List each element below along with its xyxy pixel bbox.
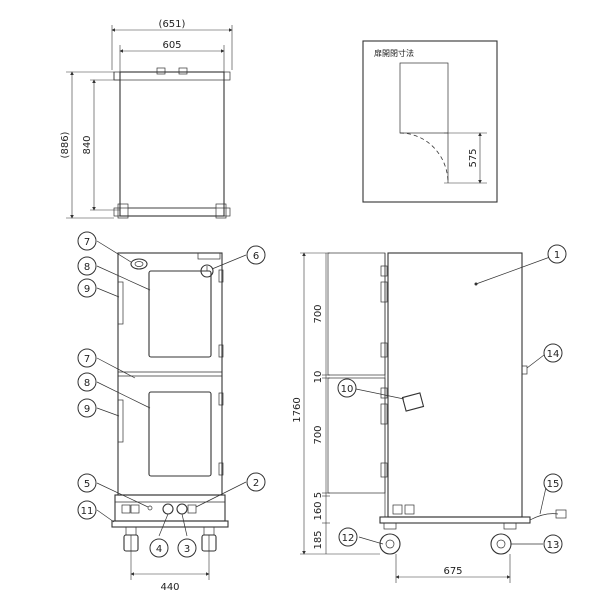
side-h5: 5 — [313, 492, 324, 498]
callout-5: 5 — [77, 473, 97, 493]
callout-11: 11 — [77, 500, 97, 520]
top-outer-depth: (886) — [60, 131, 71, 158]
svg-text:6: 6 — [253, 251, 259, 262]
callout-1: 1 — [547, 244, 567, 264]
callout-7-upper: 7 — [77, 231, 97, 251]
svg-text:11: 11 — [81, 506, 94, 517]
callout-8-lower: 8 — [77, 372, 97, 392]
svg-text:2: 2 — [253, 478, 259, 489]
top-inner-width: 605 — [162, 40, 181, 51]
svg-text:4: 4 — [156, 544, 162, 555]
callout-6: 6 — [246, 245, 266, 265]
callout-15: 15 — [543, 473, 563, 493]
svg-text:5: 5 — [84, 479, 90, 490]
top-inner-depth: 840 — [82, 135, 93, 154]
side-h185: 185 — [313, 530, 324, 549]
svg-text:8: 8 — [84, 378, 90, 389]
svg-text:3: 3 — [184, 544, 190, 555]
svg-text:10: 10 — [341, 384, 354, 395]
svg-text:9: 9 — [84, 284, 90, 295]
svg-text:7: 7 — [84, 354, 90, 365]
svg-text:7: 7 — [84, 237, 90, 248]
side-total-height: 1760 — [292, 397, 303, 422]
front-view: 440 7 8 9 7 8 9 5 11 6 2 4 3 — [77, 231, 266, 593]
side-depth-dim: 675 — [443, 566, 462, 577]
svg-text:12: 12 — [342, 533, 355, 544]
svg-text:13: 13 — [547, 540, 560, 551]
side-upper-height: 700 — [313, 304, 324, 323]
svg-text:9: 9 — [84, 404, 90, 415]
callout-4: 4 — [149, 538, 169, 558]
svg-text:15: 15 — [547, 479, 560, 490]
callout-2: 2 — [246, 472, 266, 492]
callout-7-lower: 7 — [77, 348, 97, 368]
side-h160: 160 — [313, 501, 324, 520]
svg-text:1: 1 — [554, 250, 560, 261]
callout-14: 14 — [543, 343, 563, 363]
top-view: (651) 605 (886) 840 — [60, 19, 233, 219]
door-swing-dim: 575 — [468, 148, 479, 167]
side-gap: 10 — [313, 371, 324, 384]
callout-3: 3 — [177, 538, 197, 558]
door-detail-title: 扉開閉寸法 — [374, 48, 414, 58]
side-lower-height: 700 — [313, 425, 324, 444]
callout-13: 13 — [543, 534, 563, 554]
callout-12: 12 — [338, 527, 358, 547]
side-view: 1760 700 10 700 5 160 185 675 1 14 10 15… — [292, 244, 567, 583]
svg-text:8: 8 — [84, 262, 90, 273]
callout-10: 10 — [337, 378, 357, 398]
front-width-dim: 440 — [160, 582, 179, 593]
callout-9-upper: 9 — [77, 278, 97, 298]
callout-8-upper: 8 — [77, 256, 97, 276]
svg-text:14: 14 — [547, 349, 560, 360]
door-swing-detail: 扉開閉寸法 575 — [362, 40, 498, 203]
top-outer-width: (651) — [159, 19, 186, 30]
callout-9-lower: 9 — [77, 398, 97, 418]
